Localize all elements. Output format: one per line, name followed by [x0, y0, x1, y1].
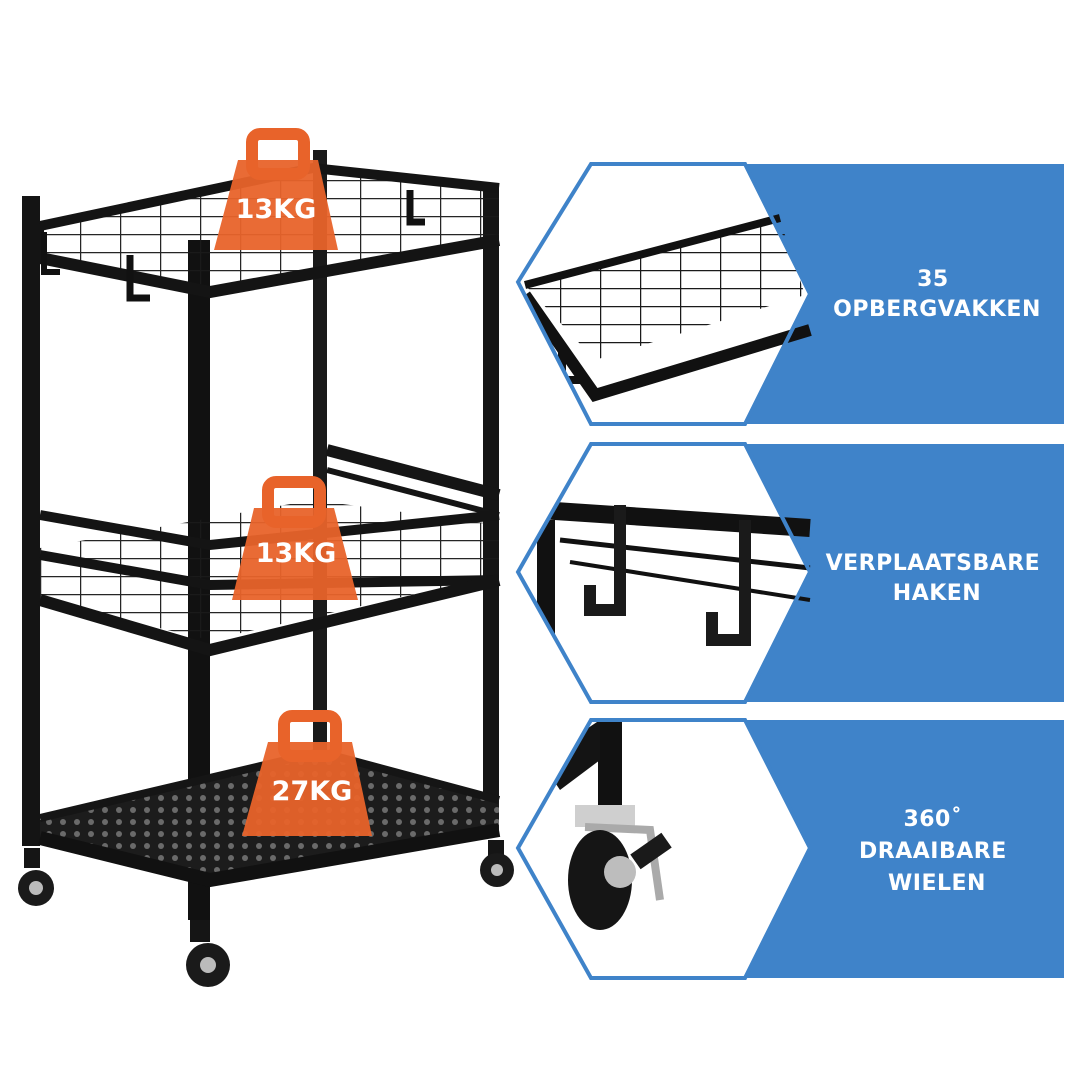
weight-label-middle: 13KG: [256, 538, 337, 569]
feature-panel-storage: 35 OPBERGVAKKEN: [515, 162, 1064, 426]
wheels-label-line1: 360˚: [903, 807, 962, 832]
hooks-label-line1: VERPLAATSBARE: [826, 551, 1041, 576]
weight-label-bottom: 27KG: [272, 776, 353, 807]
wheels-label-line2: DRAAIBARE: [859, 839, 1007, 864]
hooks-label-line2: HAKEN: [893, 581, 981, 606]
storage-label-line2: OPBERGVAKKEN: [833, 297, 1041, 322]
weight-badge-top: 13KG: [214, 128, 338, 250]
feature-panel-wheels: 360˚ DRAAIBARE WIELEN: [515, 718, 1064, 980]
weight-label-top: 13KG: [236, 194, 317, 225]
storage-label-line1: 35: [917, 267, 949, 292]
wheels-label-line3: WIELEN: [888, 871, 986, 896]
weight-badge-middle: 13KG: [232, 476, 358, 600]
feature-panel-hooks: VERPLAATSBARE HAKEN: [515, 442, 1064, 704]
weight-badge-bottom: 27KG: [242, 710, 372, 836]
svg-text:360˚ DRAAIBARE WIE: 360˚ DRAAIBARE WIELEN: [859, 807, 1015, 896]
svg-text:VERPLAATSBARE HAKEN: VERPLAATSBARE HAKEN: [826, 551, 1049, 606]
svg-text:35 OPBERGVAKKEN: 35 OPBERGVAKKEN: [833, 267, 1041, 322]
